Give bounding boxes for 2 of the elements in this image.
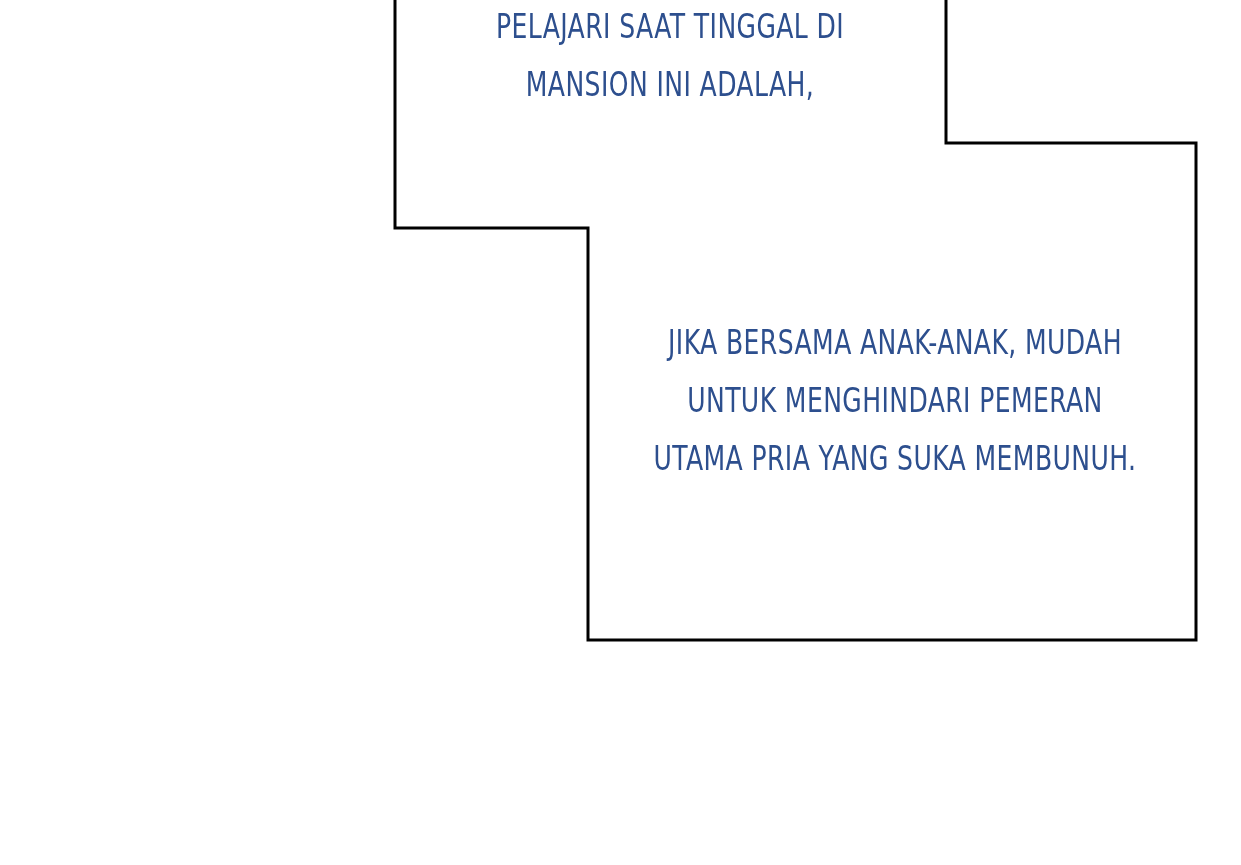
dialogue-text: PELAJARI SAAT TINGGAL DI MANSION INI ADALAH, (494, 5, 846, 106)
dialogue-text: JIKA BERSAMA ANAK-ANAK, MUDAH UNTUK MENGHINDARI PEMERAN UTAMA PRIA YANG SUKA MEMBUNUH. (653, 321, 1137, 480)
